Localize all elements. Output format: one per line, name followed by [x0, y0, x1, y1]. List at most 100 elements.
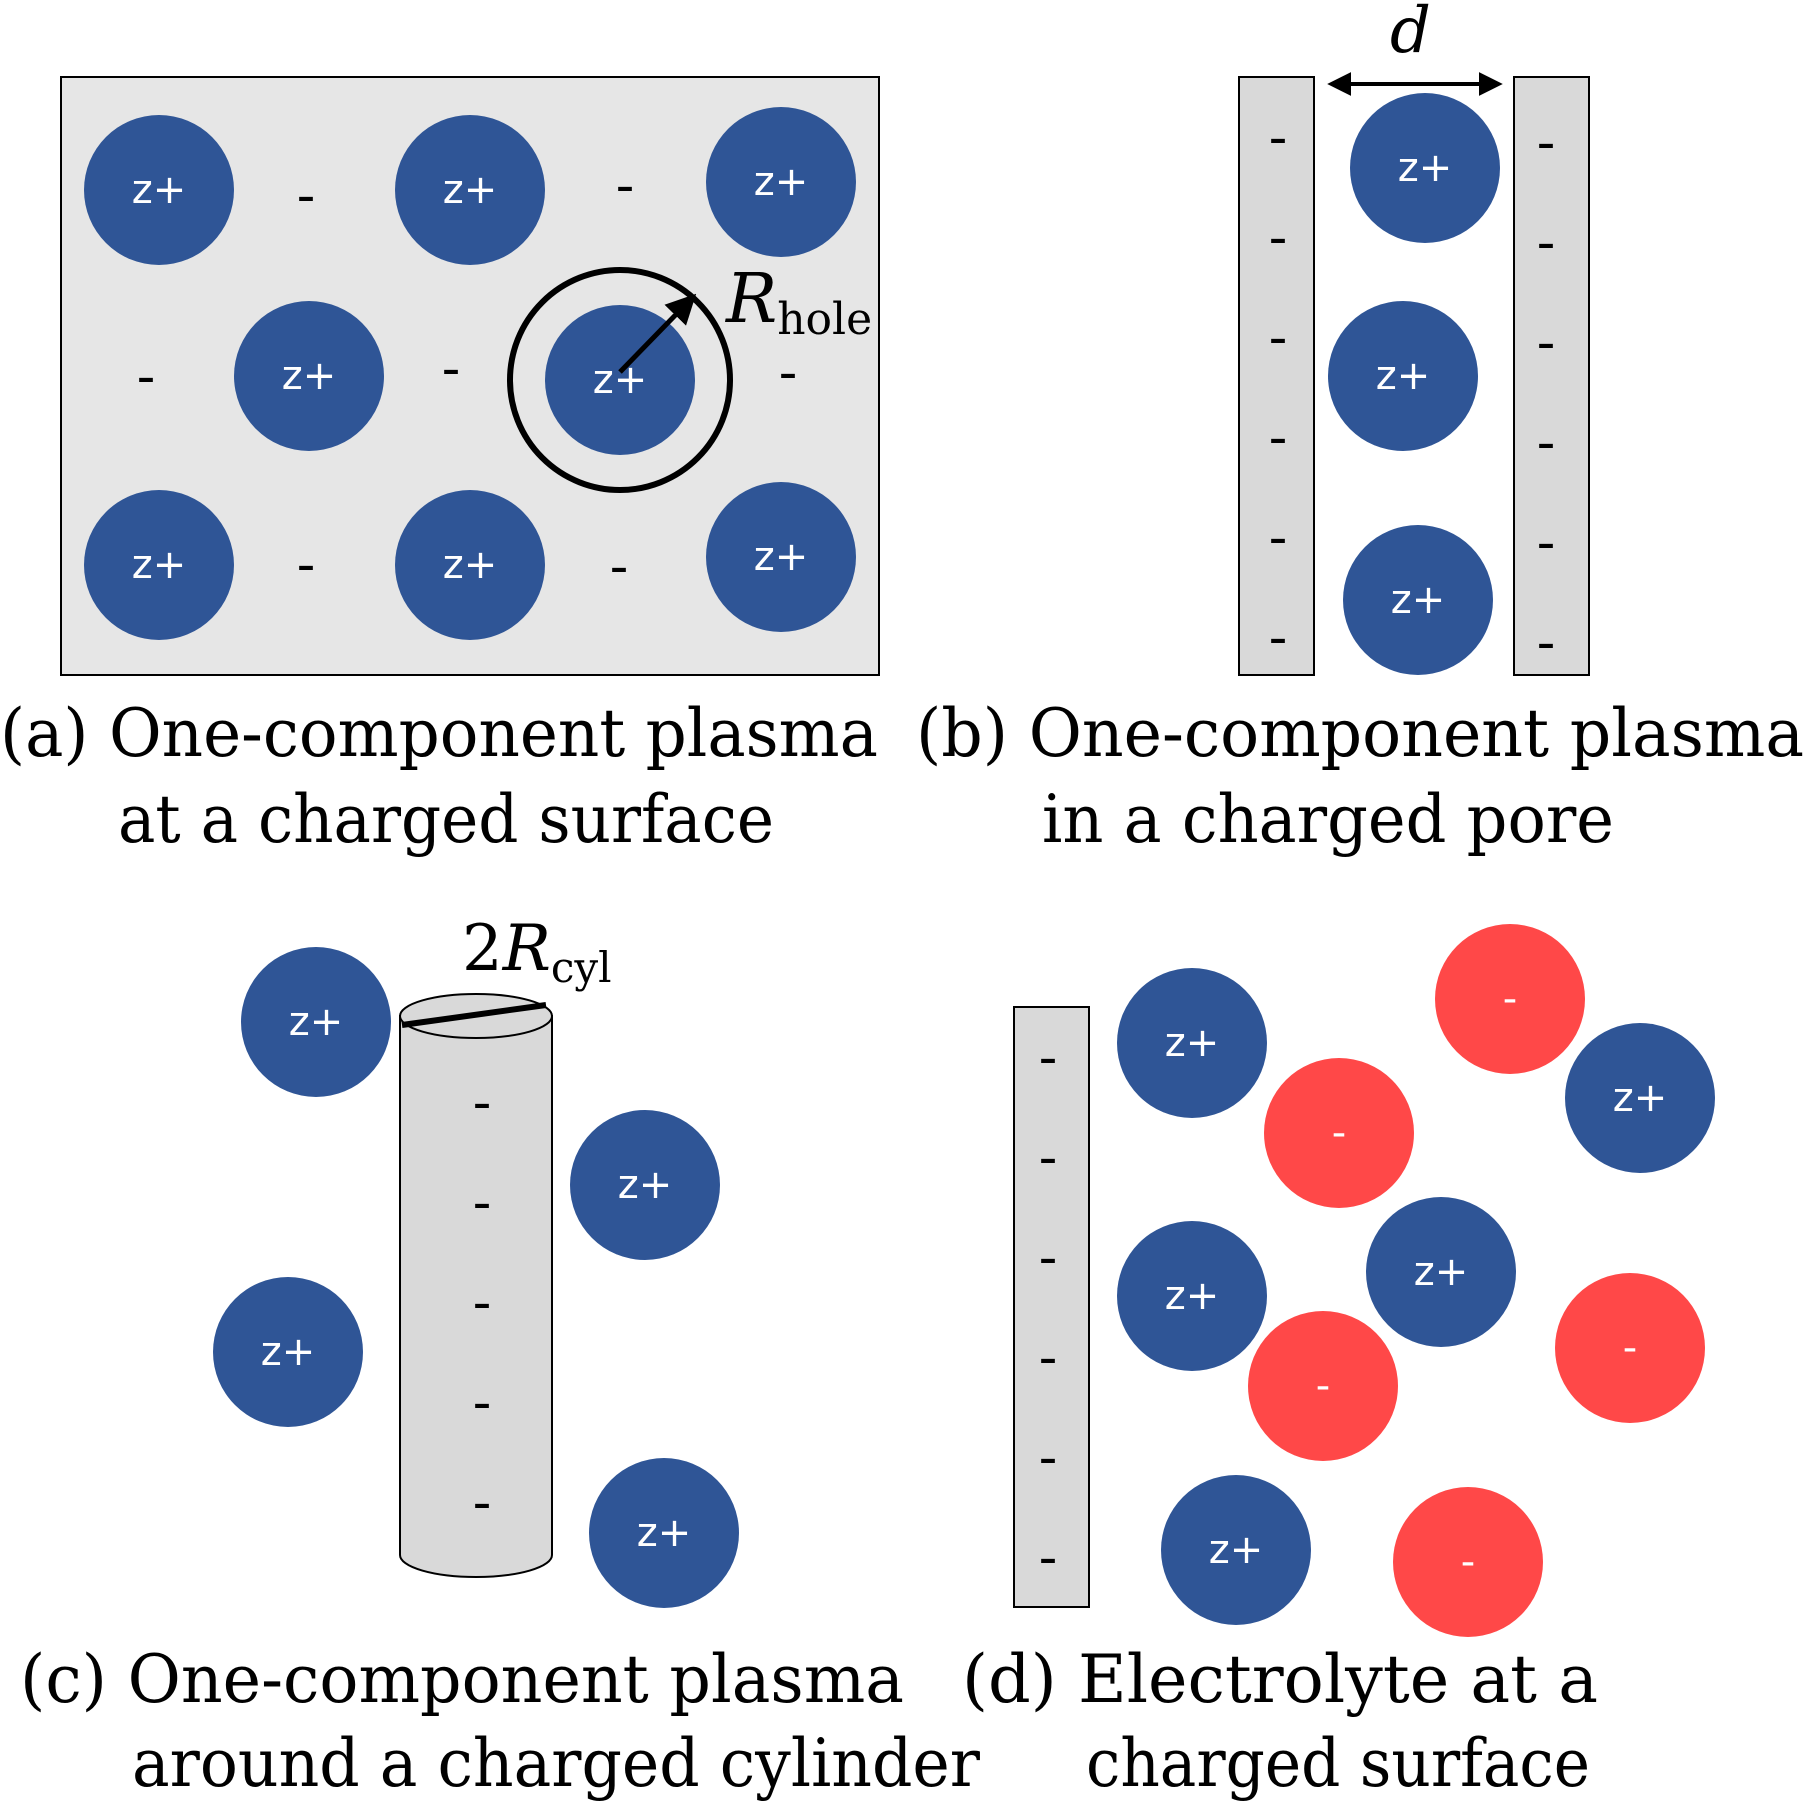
cation: z+: [241, 947, 391, 1097]
cation-circle: [1328, 301, 1478, 451]
surface-charge: -: [1537, 513, 1556, 573]
surface-charge: -: [610, 537, 629, 597]
surface-charge: -: [1269, 308, 1288, 368]
cation-label: z+: [754, 534, 809, 580]
cation-label: z+: [637, 1510, 692, 1556]
surface-charge: -: [297, 535, 316, 595]
anion-label: -: [1316, 1363, 1330, 1409]
anion-label: -: [1623, 1325, 1637, 1371]
panel-a: z+z+z+z+z+z+z+z+------- Rhole (a) One-co…: [0, 76, 880, 858]
surface-charge: -: [1537, 613, 1556, 673]
cation-label: z+: [261, 1329, 316, 1375]
cation-circle: [395, 115, 545, 265]
surface-charge: -: [1269, 108, 1288, 168]
surface-charge: -: [1039, 1228, 1058, 1288]
caption-c-line1: (c) One-component plasma: [20, 1641, 904, 1718]
panel-c: 2Rcyl z+z+z+z+----- (c) One-component pl…: [20, 912, 980, 1802]
cation-label: z+: [1165, 1273, 1220, 1319]
cation-label: z+: [1613, 1075, 1668, 1121]
cation: z+: [395, 490, 545, 640]
cation-circle: [1117, 968, 1267, 1118]
surface-charge: -: [1039, 1328, 1058, 1388]
cation: z+: [1161, 1475, 1311, 1625]
anion: -: [1435, 924, 1585, 1074]
cation-label: z+: [443, 167, 498, 213]
anion-label: -: [1332, 1110, 1346, 1156]
charged-cylinder: [399, 993, 553, 1578]
cation-circle: [1161, 1475, 1311, 1625]
pore-wall-right: [1513, 76, 1590, 676]
cation-label: z+: [1398, 145, 1453, 191]
surface-charge: -: [1039, 1528, 1058, 1588]
caption-b-line1: (b) One-component plasma: [916, 695, 1804, 772]
cation-circle: [589, 1458, 739, 1608]
panel-d: z+z+z+z+z+----------- (d) Electrolyte at…: [962, 924, 1715, 1802]
cation: z+: [1350, 93, 1500, 243]
surface-charge: -: [473, 1473, 492, 1533]
cation-circle: [545, 305, 695, 455]
cation-label: z+: [289, 999, 344, 1045]
hole-radius-arrow: [618, 293, 697, 374]
cation: z+: [213, 1277, 363, 1427]
cation-circle: [395, 490, 545, 640]
cation-label: z+: [593, 357, 648, 403]
cation-circle: [84, 490, 234, 640]
caption-a-line1: (a) One-component plasma: [0, 695, 878, 772]
cation-label: z+: [1376, 353, 1431, 399]
cation-label: z+: [1414, 1249, 1469, 1295]
anion-circle: [1248, 1311, 1398, 1461]
anion-label: -: [1461, 1539, 1475, 1585]
cation: z+: [1117, 1221, 1267, 1371]
anion: -: [1264, 1058, 1414, 1208]
surface-charge: -: [297, 166, 316, 226]
pore-width-label: d: [1390, 0, 1431, 68]
surface-charge: -: [1039, 1428, 1058, 1488]
cation: z+: [570, 1110, 720, 1260]
anion-circle: [1393, 1487, 1543, 1637]
caption-c-line2: around a charged cylinder: [132, 1725, 980, 1802]
cation: z+: [1565, 1023, 1715, 1173]
surface-charge: -: [1537, 413, 1556, 473]
charged-wall: [1013, 1006, 1090, 1608]
cation-label: z+: [754, 159, 809, 205]
cation-label: z+: [1165, 1020, 1220, 1066]
surface-charge: -: [616, 156, 635, 216]
cation-circle: [241, 947, 391, 1097]
surface-charge: -: [779, 343, 798, 403]
cation-circle: [1366, 1197, 1516, 1347]
cation-circle: [706, 107, 856, 257]
surface-charge: -: [473, 1273, 492, 1333]
cation: z+: [234, 301, 384, 451]
surface-charge: -: [1269, 608, 1288, 668]
cation-circle: [1350, 93, 1500, 243]
surface-charge: -: [1269, 208, 1288, 268]
caption-d-line2: charged surface: [1086, 1725, 1590, 1802]
cation-label: z+: [132, 542, 187, 588]
cation-circle: [213, 1277, 363, 1427]
cylinder-diameter-label: 2Rcyl: [462, 912, 612, 992]
cation: z+: [1343, 525, 1493, 675]
caption-d-line1: (d) Electrolyte at a: [962, 1641, 1598, 1718]
cation: z+: [1366, 1197, 1516, 1347]
surface-charge: -: [473, 1073, 492, 1133]
anion: -: [1555, 1273, 1705, 1423]
surface-charge: -: [137, 347, 156, 407]
surface-charge: -: [1537, 213, 1556, 273]
cation-circle: [1343, 525, 1493, 675]
anion: -: [1248, 1311, 1398, 1461]
anion: -: [1393, 1487, 1543, 1637]
surface-charge: -: [1039, 1028, 1058, 1088]
surface-charge: -: [1537, 113, 1556, 173]
cation: z+: [706, 107, 856, 257]
cation-circle: [84, 115, 234, 265]
cation: z+: [84, 490, 234, 640]
cation-label: z+: [132, 167, 187, 213]
caption-a-line2: at a charged surface: [118, 781, 774, 858]
cation: z+: [706, 482, 856, 632]
surface-charge: -: [1269, 508, 1288, 568]
pore-wall-left: [1238, 76, 1315, 676]
anion-circle: [1264, 1058, 1414, 1208]
cation-circle: [570, 1110, 720, 1260]
surface-charge: -: [1537, 313, 1556, 373]
cation-circle: [1565, 1023, 1715, 1173]
